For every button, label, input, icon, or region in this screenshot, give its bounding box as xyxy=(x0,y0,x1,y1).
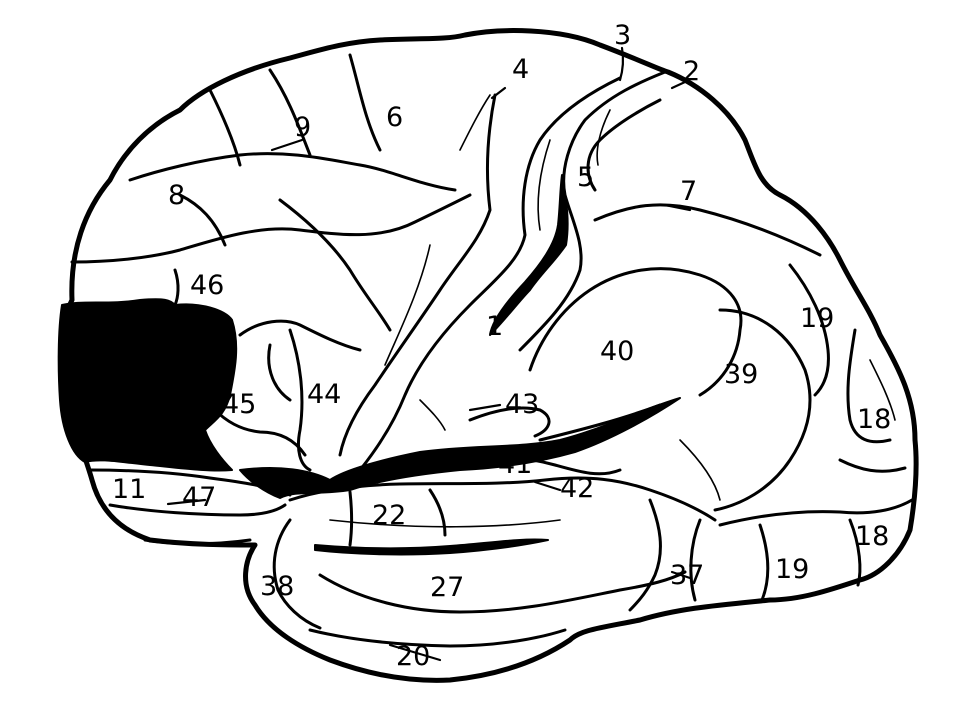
area-label-19-lower: 19 xyxy=(775,554,809,585)
leader-9 xyxy=(270,138,304,152)
area-label-18-lower: 18 xyxy=(855,521,889,552)
shade-4 xyxy=(329,519,561,528)
parieto-occipital-2 xyxy=(846,328,892,444)
area-label-40: 40 xyxy=(600,336,634,367)
area-label-1: 1 xyxy=(486,311,503,342)
inferior-temporal-sulcus xyxy=(318,570,687,614)
leader-3 xyxy=(618,46,625,82)
supramarginal-contour xyxy=(528,267,743,397)
occipital-lower-2 xyxy=(758,523,770,602)
central-sulcus xyxy=(358,76,622,472)
leader-7 xyxy=(663,203,692,212)
temporal-37-contour-2 xyxy=(689,518,702,602)
postcentral-back xyxy=(586,98,662,192)
shade-5 xyxy=(459,94,491,151)
leader-2 xyxy=(670,80,687,90)
area-label-11: 11 xyxy=(112,474,146,505)
area-label-46: 46 xyxy=(190,270,224,301)
shade-2 xyxy=(537,139,551,231)
opercular-inner xyxy=(267,343,292,402)
shade-6 xyxy=(679,439,721,501)
transverse-temporal xyxy=(448,455,622,476)
area-label-18-upper: 18 xyxy=(857,404,891,435)
shade-3 xyxy=(596,109,611,166)
highlighted-region xyxy=(57,298,238,472)
area-label-20: 20 xyxy=(396,641,430,672)
frontal-contour-4 xyxy=(278,198,392,332)
superior-frontal-sulcus xyxy=(128,152,457,192)
area-label-3: 3 xyxy=(614,20,631,51)
occipital-lower-3 xyxy=(848,518,862,587)
temporal-22-divider xyxy=(348,490,353,547)
parieto-occipital-1 xyxy=(788,263,830,397)
frontal-contour-5 xyxy=(178,193,227,247)
frontal-contour-6 xyxy=(173,268,180,307)
postcentral-groove xyxy=(489,174,569,336)
area-label-8: 8 xyxy=(168,180,185,211)
inferior-frontal-sulcus xyxy=(70,193,472,264)
temporal-base xyxy=(308,628,567,648)
lateral-sulcus xyxy=(239,397,681,499)
area-label-6: 6 xyxy=(386,102,403,133)
area-label-44: 44 xyxy=(307,379,341,410)
area-label-38: 38 xyxy=(260,571,294,602)
area-label-42: 42 xyxy=(560,473,594,504)
pars-triangularis xyxy=(238,319,362,352)
shade-1 xyxy=(384,244,431,366)
area-label-22: 22 xyxy=(372,500,406,531)
shade-7 xyxy=(869,359,896,421)
area-label-37: 37 xyxy=(670,560,704,591)
area-label-7: 7 xyxy=(680,176,697,207)
temporal-groove xyxy=(314,538,549,556)
area-label-43: 43 xyxy=(505,389,539,420)
pars-orbitalis xyxy=(213,408,307,457)
area-label-41: 41 xyxy=(498,449,532,480)
area-label-45: 45 xyxy=(222,389,256,420)
frontal-contour-1 xyxy=(208,88,242,167)
occipital-lower xyxy=(718,498,914,527)
orbital-lower xyxy=(108,503,287,517)
supramarginal-lower xyxy=(538,403,662,442)
intraparietal-sulcus xyxy=(593,203,822,257)
orbital-base xyxy=(143,538,252,546)
area-label-27: 27 xyxy=(430,572,464,603)
area-label-9: 9 xyxy=(294,112,311,143)
temporal-pole-contour xyxy=(272,518,322,630)
leader-42 xyxy=(533,480,562,492)
shade-8 xyxy=(419,399,446,431)
leader-43 xyxy=(468,403,502,412)
leader-37 xyxy=(670,570,692,580)
area-label-4: 4 xyxy=(512,54,529,85)
temporal-22-right xyxy=(428,488,447,537)
frontal-contour-2 xyxy=(348,53,382,152)
pars-opercularis xyxy=(288,328,312,472)
occipital-pole-line xyxy=(838,458,907,473)
area-label-19-upper: 19 xyxy=(800,303,834,334)
postcentral-gyrus xyxy=(518,70,667,352)
angular-contour xyxy=(713,308,812,512)
insular-contour xyxy=(468,406,551,438)
area-label-2: 2 xyxy=(683,56,700,87)
cerebrum-outline xyxy=(58,28,919,683)
leader-4 xyxy=(490,86,507,100)
area-label-5: 5 xyxy=(577,162,594,193)
leader-47 xyxy=(166,498,207,506)
temporal-37-contour xyxy=(628,498,662,612)
orbital-upper xyxy=(88,468,292,497)
area-label-47: 47 xyxy=(182,482,216,513)
area-label-39: 39 xyxy=(724,359,758,390)
leader-20 xyxy=(388,643,442,662)
frontal-contour-3 xyxy=(268,68,312,157)
precentral-gyrus-front xyxy=(338,93,497,457)
